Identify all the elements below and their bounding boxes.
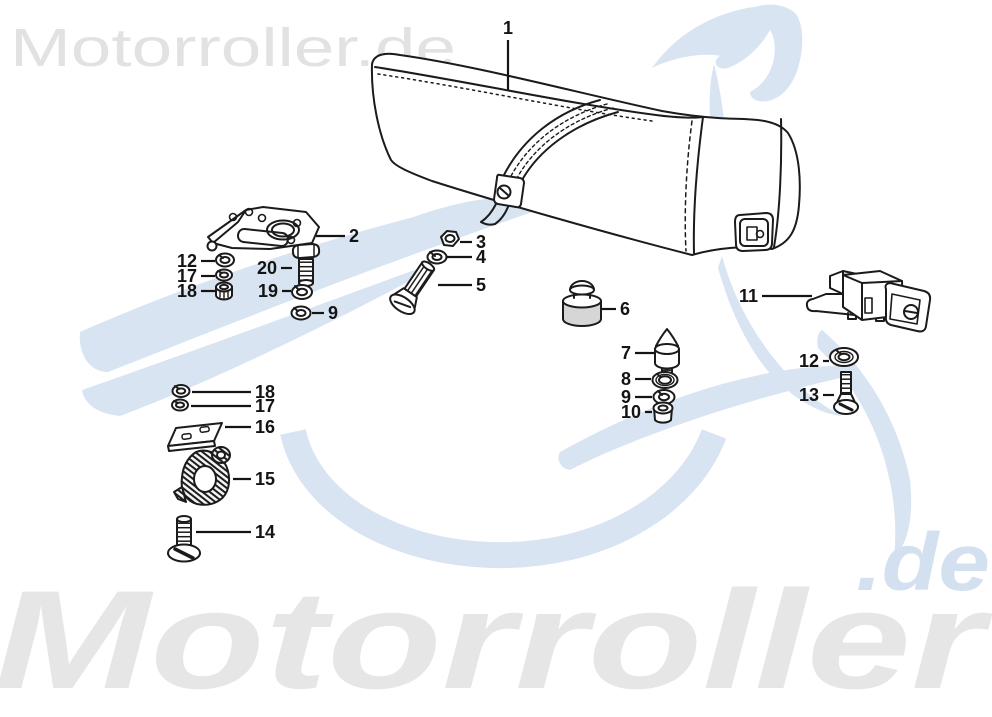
rubber-buffer-6-drawing	[562, 280, 602, 327]
callout-label-17-lower: 17	[255, 396, 275, 416]
callout-label-12-right: 12	[799, 351, 819, 371]
washer-17-left-drawing	[215, 268, 233, 282]
leader-lines	[191, 40, 834, 534]
callout-label-19: 19	[258, 281, 278, 301]
callout-label-2: 2	[349, 226, 359, 246]
watermark-texts: Motorroller.de Motorroller .de	[0, 18, 992, 717]
callout-label-12-left: 12	[177, 251, 197, 271]
callout-label-11: 11	[739, 286, 758, 306]
mid-right-wing-swoosh	[558, 366, 843, 470]
callout-label-5: 5	[476, 275, 486, 295]
callout-label-18-upper: 18	[177, 281, 197, 301]
washer-9-middle-drawing	[652, 389, 676, 405]
callout-label-20: 20	[257, 258, 277, 278]
left-wing-band-upper	[79, 167, 654, 372]
washer-17-lower-drawing	[171, 398, 189, 412]
callout-label-13: 13	[799, 385, 819, 405]
callout-label-8: 8	[621, 369, 631, 389]
callout-label-18-lower: 18	[255, 382, 275, 402]
bird-head-swoosh	[715, 4, 803, 102]
nut-3-drawing	[440, 230, 460, 247]
seat-lock-11-drawing	[805, 270, 932, 333]
washer-12-right-drawing	[829, 347, 859, 367]
washer-8-drawing	[651, 371, 679, 389]
callout-label-4: 4	[476, 247, 486, 267]
seat-top-stitching	[377, 73, 653, 122]
left-wing-band-lower	[82, 267, 428, 416]
screw-13-drawing	[833, 371, 859, 415]
washer-4-drawing	[426, 249, 448, 265]
seat-rear-corner-edge	[773, 118, 783, 248]
screw-5-drawing	[389, 260, 436, 316]
seat-striker-latch	[734, 212, 774, 252]
seat-right-stitching	[684, 120, 693, 252]
callout-label-14: 14	[255, 522, 275, 542]
seat-strap	[480, 99, 619, 226]
right-tail-crescent	[817, 330, 912, 558]
center-circle-arc	[280, 428, 727, 569]
seat-latch-15-drawing	[173, 446, 231, 506]
callout-label-15: 15	[255, 469, 275, 489]
retainer-plate-16-drawing	[167, 422, 223, 452]
left-wing-crescent	[330, 198, 495, 268]
bracket-plate-drawing	[206, 206, 320, 252]
washer-19-drawing	[291, 284, 313, 300]
cap-nut-10-drawing	[652, 401, 674, 424]
callout-label-9-upper: 9	[328, 303, 338, 323]
callout-label-1: 1	[503, 18, 513, 38]
washer-18-lower-drawing	[171, 384, 191, 398]
callout-label-10: 10	[621, 402, 641, 422]
callout-label-17-upper: 17	[177, 266, 197, 286]
callout-label-7: 7	[621, 343, 631, 363]
watermark-bottom-word: Motorroller	[0, 561, 992, 717]
seat-right-seam	[692, 116, 704, 254]
logo-watermark-swooshes	[79, 4, 912, 569]
screw-14-drawing	[167, 515, 201, 563]
buffer-cone-7-drawing	[654, 328, 680, 378]
watermark-bottom-domain: .de	[856, 517, 990, 608]
bird-wing-swoosh	[652, 6, 772, 68]
washer-12-left-drawing	[215, 252, 235, 268]
callout-label-16: 16	[255, 417, 275, 437]
callout-label-9-middle: 9	[621, 387, 631, 407]
seat-drawing	[370, 52, 801, 256]
washer-9-upper-drawing	[290, 305, 312, 321]
callout-labels: 1 2 12 17 18 20 19 9 3 4 5 6 7 8 9 10 11…	[177, 18, 819, 542]
lock-nut-18-left-drawing	[215, 281, 233, 301]
callout-label-3: 3	[476, 232, 486, 252]
callout-label-6: 6	[620, 299, 630, 319]
